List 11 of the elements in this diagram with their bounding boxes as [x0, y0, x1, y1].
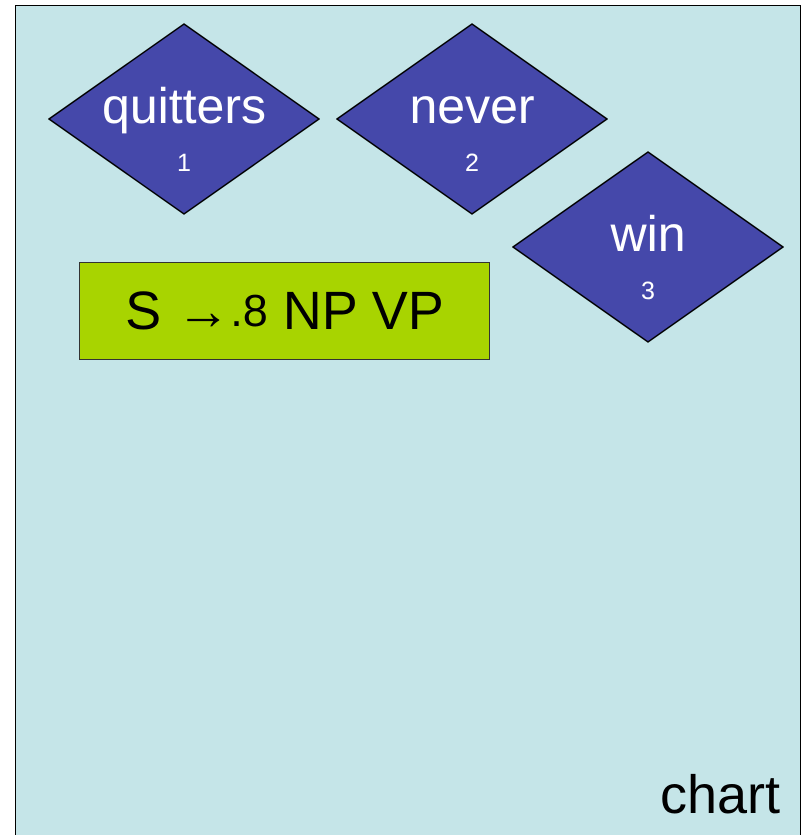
- chart-panel: [15, 5, 801, 835]
- word-label: quitters: [101, 81, 267, 131]
- position-number: 3: [640, 279, 656, 304]
- panel-title: chart: [660, 768, 780, 822]
- word-diamond: [336, 23, 608, 215]
- word-label: never: [408, 81, 536, 131]
- position-number: 1: [176, 151, 192, 176]
- position-number: 2: [464, 151, 480, 176]
- word-label: win: [609, 209, 687, 259]
- word-diamond: [48, 23, 320, 215]
- word-diamond: [512, 151, 784, 343]
